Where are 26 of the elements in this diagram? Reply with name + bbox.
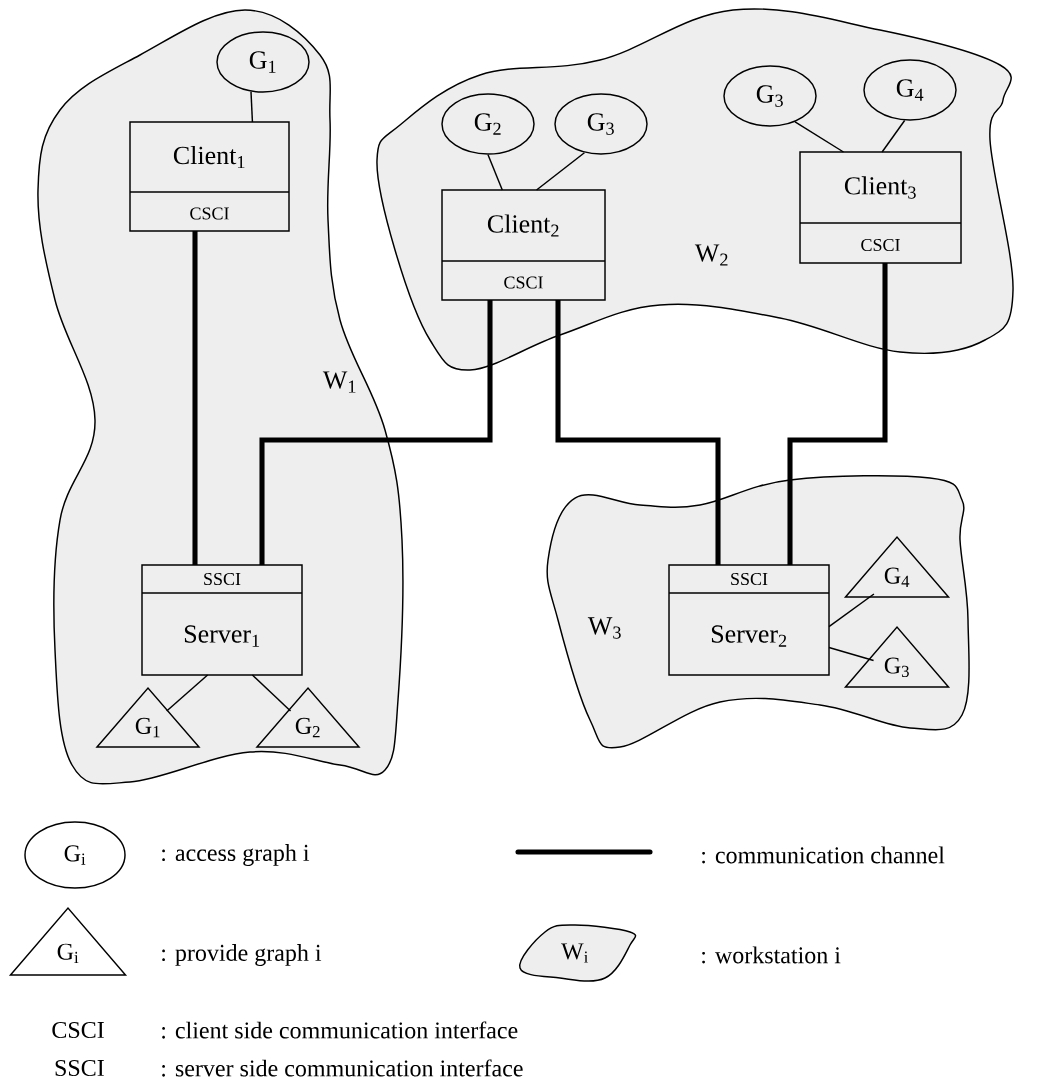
client-box: Client$_{1}$ CSCI (129, 121, 290, 232)
legend-text: : communication channel (702, 846, 945, 864)
client-box: Client$_{3}$ CSCI (799, 151, 962, 264)
connector-line (166, 674, 209, 712)
legend-text: : provide graph i (162, 944, 322, 966)
abbreviation: CSCI (52, 1021, 104, 1039)
connector-line (487, 154, 504, 191)
communication-channel (192, 231, 198, 565)
communication-channel (555, 300, 721, 565)
server-box: SSCI Server$_{2}$ (668, 564, 830, 676)
communication-channel (787, 263, 888, 565)
legend-text: : workstation i (702, 946, 841, 964)
definition-text: : client side communication interface (162, 1021, 518, 1039)
connector-line (251, 674, 292, 712)
connector-line (535, 152, 586, 191)
connector-line (794, 121, 845, 153)
connector-line (828, 646, 875, 662)
connector-line (881, 119, 906, 153)
server-box: SSCI Server$_{1}$ (141, 564, 303, 676)
legend-text: : access graph i (162, 844, 310, 866)
client-box: Client$_{2}$ CSCI (441, 189, 606, 301)
abbreviation: SSCI (55, 1059, 104, 1077)
definition-text: : server side communication interface (162, 1059, 523, 1077)
connector-line (250, 90, 254, 123)
connector-line (828, 593, 875, 628)
communication-channel (259, 300, 493, 565)
